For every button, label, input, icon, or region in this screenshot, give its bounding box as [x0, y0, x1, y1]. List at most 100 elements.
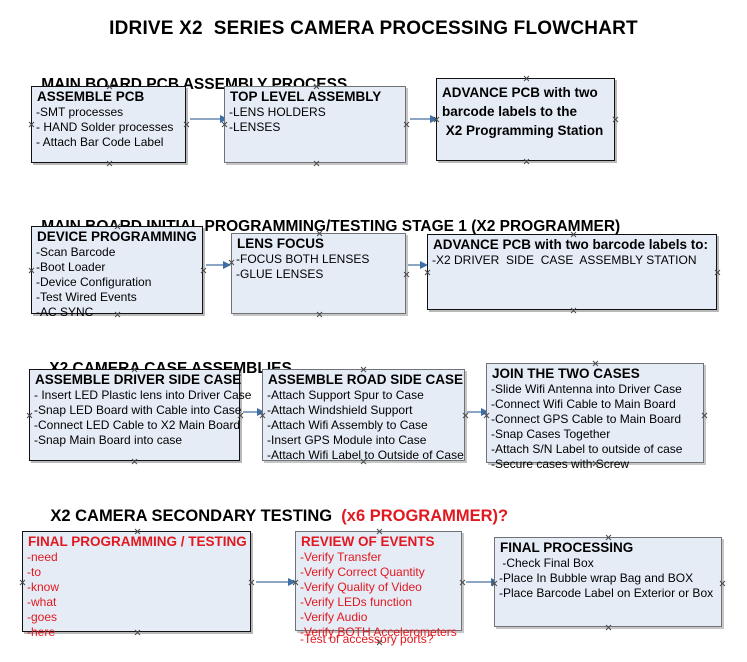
arrow-final-programming-to-review-of-events: [256, 578, 296, 587]
box-line: -know: [27, 580, 60, 594]
box-line: - Attach Bar Code Label: [36, 135, 164, 149]
handle-bottom[interactable]: [106, 160, 113, 167]
arrow-head-icon: [420, 261, 428, 269]
box-line: -Insert GPS Module into Case: [267, 433, 427, 447]
box-line: -Verify BOTH Accelerometers: [300, 625, 457, 639]
handle-bottom[interactable]: [316, 311, 323, 318]
box-title: ASSEMBLE ROAD SIDE CASE: [268, 372, 464, 387]
box-line: -Device Configuration: [36, 275, 152, 289]
arrow-shaft: [466, 581, 492, 583]
box-line: -Connect Wifi Cable to Main Board: [491, 397, 676, 411]
box-line: -Attach S/N Label to outside of case: [491, 442, 683, 456]
arrow-head-icon: [223, 261, 231, 269]
box-line: - HAND Solder processes: [36, 120, 174, 134]
box-review-of-events[interactable]: REVIEW OF EVENTS -Verify Transfer -Verif…: [295, 531, 462, 646]
box-title: FINAL PROCESSING: [500, 540, 634, 555]
box-assemble-road-side-case[interactable]: ASSEMBLE ROAD SIDE CASE -Attach Support …: [262, 369, 465, 462]
box-device-programming[interactable]: DEVICE PROGRAMMING -Scan Barcode -Boot L…: [31, 226, 203, 319]
arrow-device-programming-to-lens-focus: [206, 261, 231, 270]
box-title: TOP LEVEL ASSEMBLY: [230, 89, 382, 104]
arrow-shaft: [206, 264, 224, 266]
arrow-driver-side-to-road-side: [243, 408, 265, 417]
section-title-accent: (x6 PROGRAMMER)?: [341, 507, 509, 525]
handle-bottom[interactable]: [313, 160, 320, 167]
arrow-assemble-pcb-to-top-level-assembly: [190, 115, 228, 124]
handle-bottom[interactable]: [131, 458, 138, 465]
section-title-text: X2 CAMERA SECONDARY TESTING: [50, 507, 342, 525]
box-line: -Verify Correct Quantity: [300, 565, 425, 579]
arrow-head-icon: [430, 115, 438, 123]
box-line: -Place Barcode Label on Exterior or Box: [499, 586, 714, 600]
section-title-x2-camera-secondary-testing: X2 CAMERA SECONDARY TESTING (x6 PROGRAMM…: [32, 488, 508, 545]
arrow-head-icon: [257, 408, 265, 416]
box-line: -AC SYNC: [36, 305, 94, 319]
box-title: FINAL PROGRAMMING / TESTING: [28, 534, 247, 549]
box-title: ADVANCE PCB with two barcode labels to:: [433, 237, 709, 252]
box-line: -SMT processes: [36, 105, 124, 119]
box-line: -Place In Bubble wrap Bag and BOX: [499, 571, 694, 585]
arrow-top-level-assembly-to-advance-pcb: [410, 115, 438, 124]
box-title: LENS FOCUS: [237, 236, 325, 251]
box-top-level-assembly[interactable]: TOP LEVEL ASSEMBLY -LENS HOLDERS -LENSES: [224, 86, 406, 163]
page-title: IDRIVE X2 SERIES CAMERA PROCESSING FLOWC…: [109, 18, 638, 39]
box-line: -Connect GPS Cable to Main Board: [491, 412, 682, 426]
box-line: -LENS HOLDERS: [229, 105, 326, 119]
box-line: -Check Final Box: [499, 556, 594, 570]
box-line: -Verify Quality of Video: [300, 580, 422, 594]
box-line: -Test Wired Events: [36, 290, 137, 304]
box-title: ASSEMBLE PCB: [37, 89, 145, 104]
arrow-lens-focus-to-advance-pcb: [408, 261, 428, 270]
box-line: -goes: [27, 610, 58, 624]
box-line: -Connect LED Cable to X2 Main Board: [34, 418, 241, 432]
box-line: -Verify Transfer: [300, 550, 382, 564]
box-line: -Attach Wifi Assembly to Case: [267, 418, 428, 432]
box-line: -Verify LEDs function: [300, 595, 413, 609]
arrow-shaft: [190, 118, 221, 120]
box-line: -Snap Cases Together: [491, 427, 611, 441]
arrow-shaft: [467, 411, 482, 413]
handle-left[interactable]: [424, 269, 431, 276]
box-line: -here: [27, 625, 56, 639]
box-title: JOIN THE TWO CASES: [492, 366, 640, 381]
box-join-the-two-cases[interactable]: JOIN THE TWO CASES -Slide Wifi Antenna i…: [486, 363, 704, 471]
arrow-shaft: [410, 118, 431, 120]
box-line: -LENSES: [229, 120, 281, 134]
arrow-road-side-to-join-cases: [467, 408, 489, 417]
box-line: -Verify Audio: [300, 610, 368, 624]
arrow-shaft: [256, 581, 289, 583]
box-line: -Slide Wifi Antenna into Driver Case: [491, 382, 682, 396]
box-final-processing[interactable]: FINAL PROCESSING -Check Final Box -Place…: [494, 537, 722, 627]
box-line: -Snap LED Board with Cable into Case: [34, 403, 242, 417]
handle-bottom[interactable]: [605, 624, 612, 631]
box-line: -to: [27, 565, 42, 579]
handle-right[interactable]: [714, 269, 721, 276]
box-final-programming-testing[interactable]: FINAL PROGRAMMING / TESTING -need -to -k…: [22, 531, 251, 639]
box-advance-pcb-to-programming-station[interactable]: ADVANCE PCB with two barcode labels to t…: [436, 78, 615, 161]
box-line: -Attach Windshield Support: [267, 403, 413, 417]
box-line: -Snap Main Board into case: [34, 433, 183, 447]
box-line: -GLUE LENSES: [236, 267, 324, 281]
box-line: -FOCUS BOTH LENSES: [236, 252, 370, 266]
box-assemble-driver-side-case[interactable]: ASSEMBLE DRIVER SIDE CASE - Insert LED P…: [29, 369, 252, 461]
box-assemble-pcb[interactable]: ASSEMBLE PCB -SMT processes - HAND Solde…: [31, 86, 186, 163]
box-title: ADVANCE PCB with two barcode labels to t…: [442, 85, 604, 138]
box-title: ASSEMBLE DRIVER SIDE CASE: [35, 372, 242, 387]
box-line: -Scan Barcode: [36, 245, 116, 259]
box-line: - Insert LED Plastic lens into Driver Ca…: [34, 388, 252, 402]
box-line: -what: [27, 595, 57, 609]
box-line: -X2 DRIVER SIDE CASE ASSEMBLY STATION: [432, 253, 697, 267]
box-line: -Secure cases with Screw: [491, 457, 630, 471]
box-lens-focus[interactable]: LENS FOCUS -FOCUS BOTH LENSES -GLUE LENS…: [231, 233, 406, 314]
box-advance-pcb-to-driver-side-case-station[interactable]: ADVANCE PCB with two barcode labels to: …: [427, 234, 717, 310]
arrow-shaft: [408, 264, 421, 266]
handle-bottom[interactable]: [570, 307, 577, 314]
arrow-head-icon: [288, 578, 296, 586]
box-line: -need: [27, 550, 58, 564]
box-line: -Attach Support Spur to Case: [267, 388, 424, 402]
box-overflow-line: -Test of accessory ports?: [300, 632, 434, 646]
handle-bottom[interactable]: [523, 158, 530, 165]
arrow-shaft: [243, 411, 258, 413]
box-title: REVIEW OF EVENTS: [301, 534, 435, 549]
box-line: -Boot Loader: [36, 260, 106, 274]
